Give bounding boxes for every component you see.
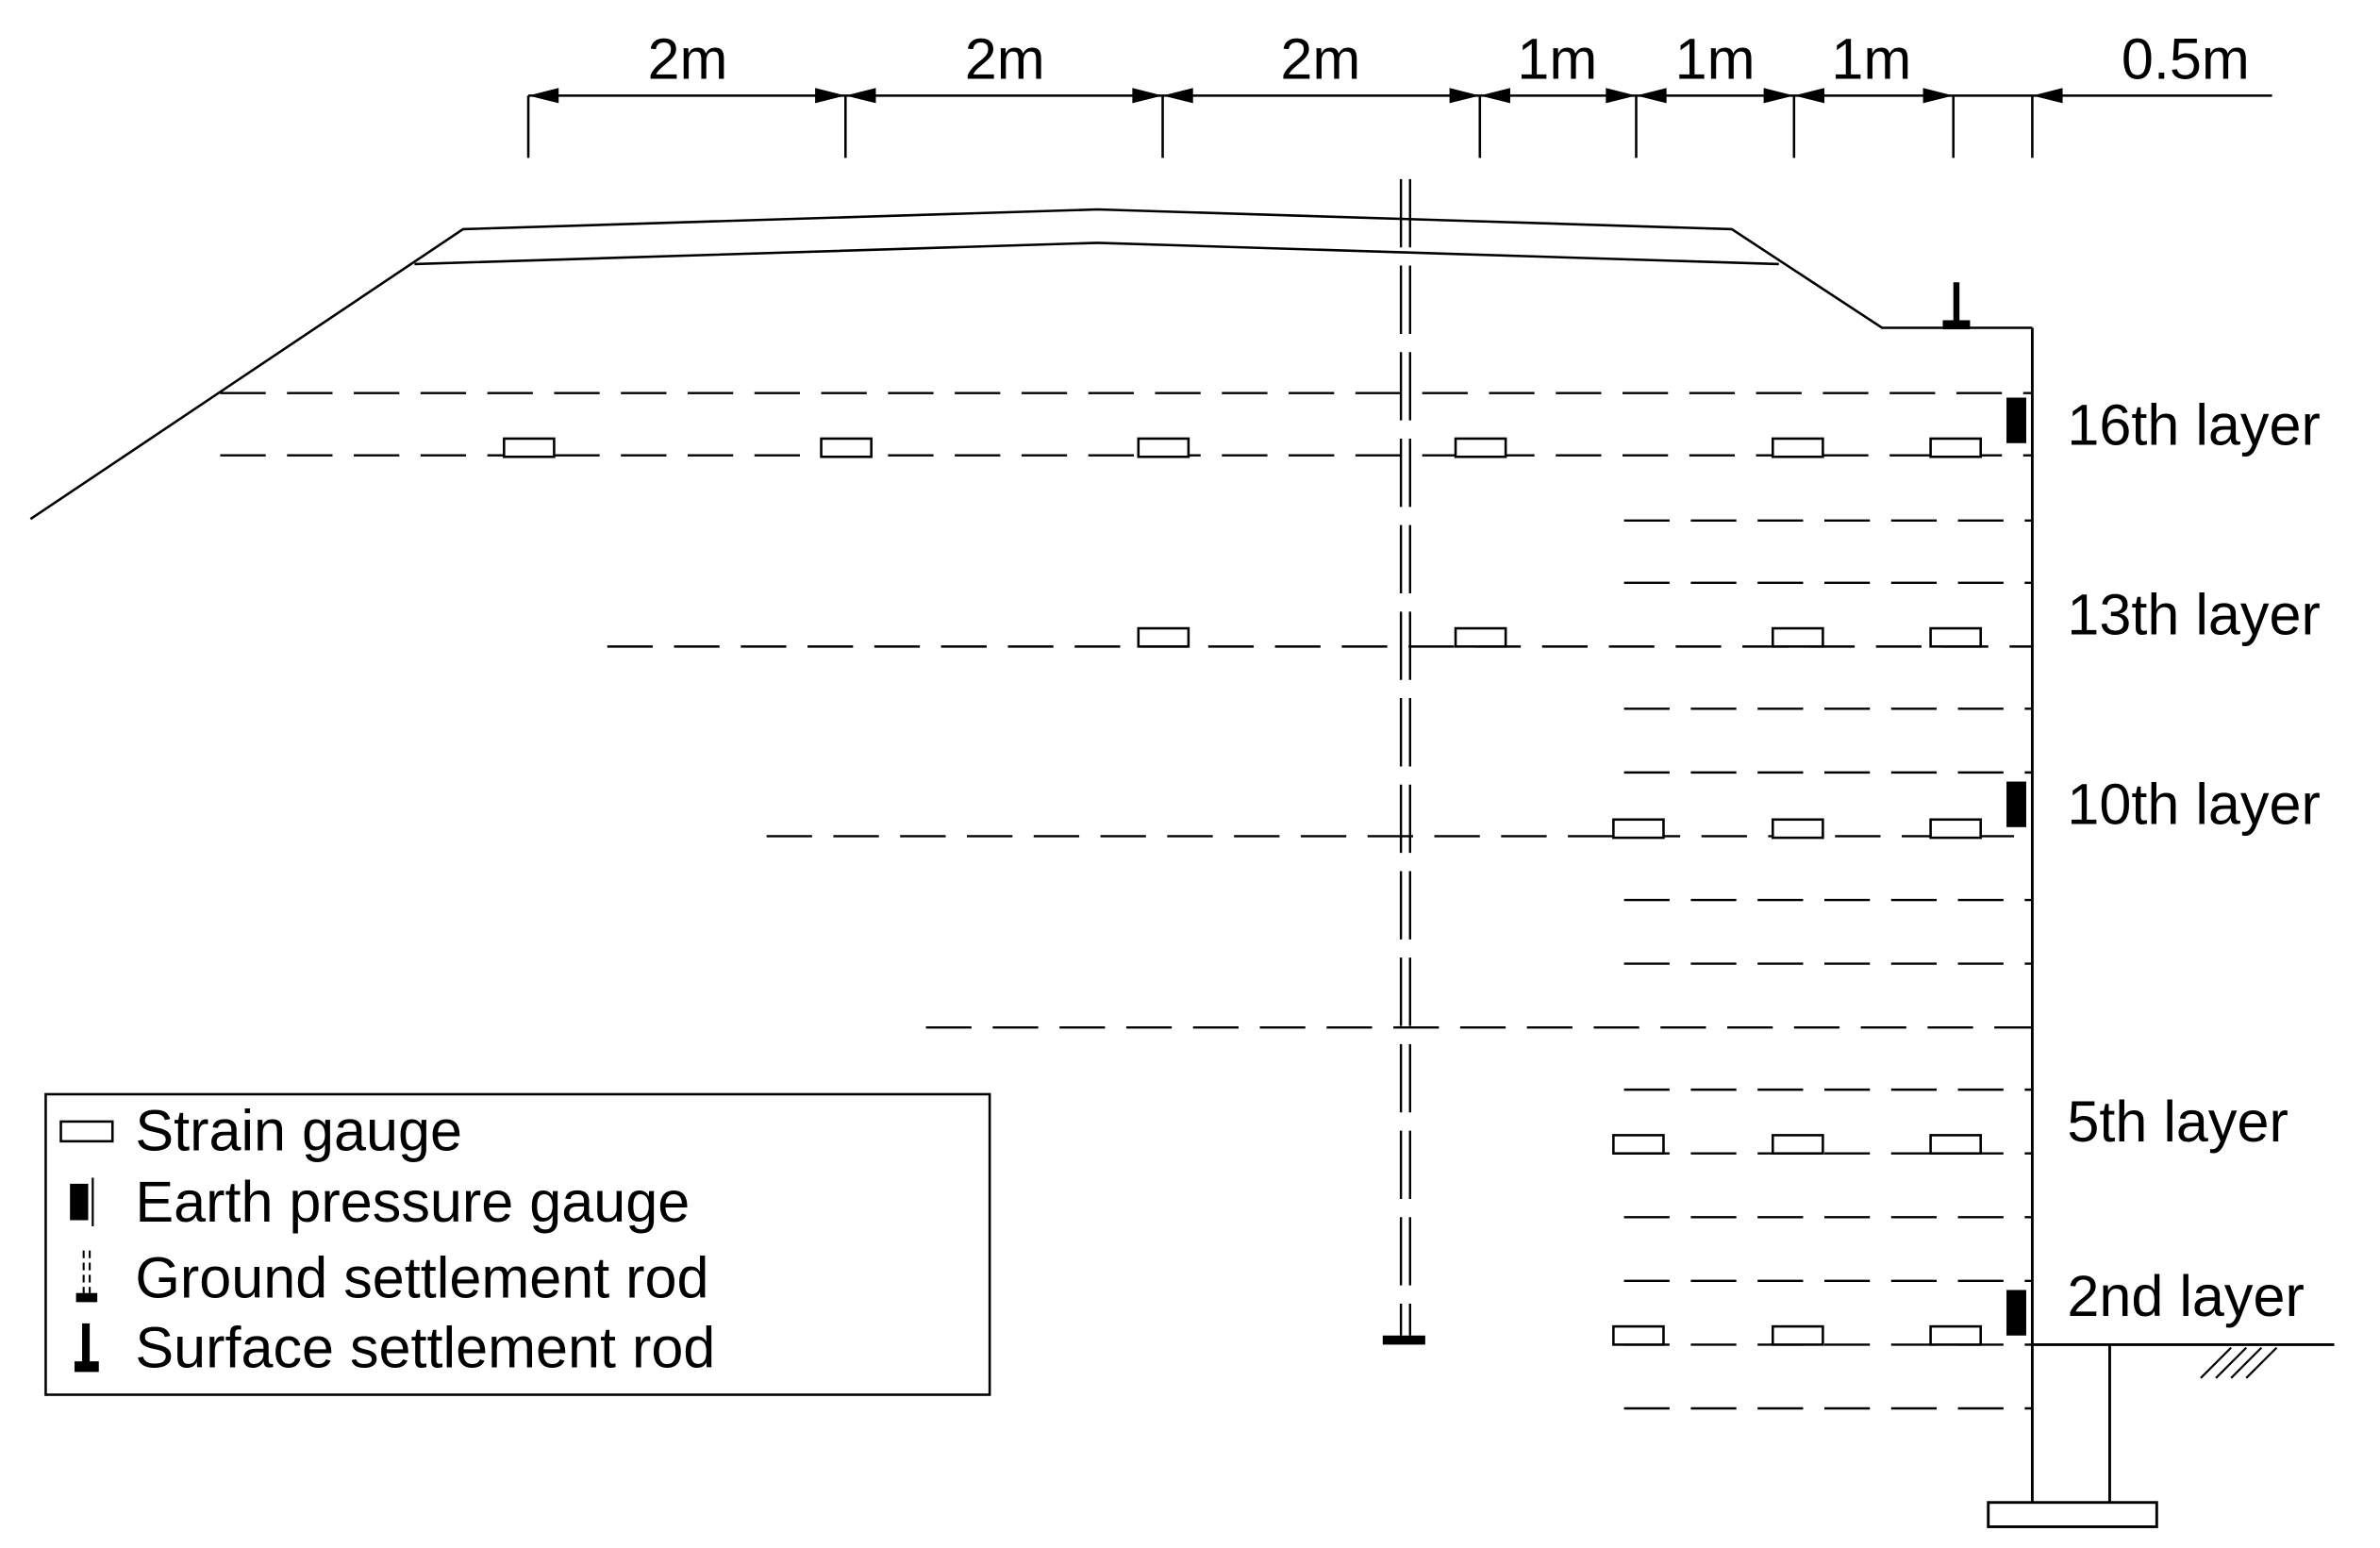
earth-pressure-gauge (2006, 781, 2026, 827)
strain-gauge (1612, 1324, 1665, 1346)
strain-gauge (1929, 626, 1982, 648)
strain-gauge (1772, 818, 1824, 840)
legend-strain-gauge-label: Strain gauge (135, 1098, 462, 1162)
dimension-line (526, 88, 2272, 158)
retaining-wall (1987, 327, 2335, 1528)
strain-gauge (1612, 1134, 1665, 1155)
earth-pressure-gauge (2006, 1290, 2026, 1336)
legend-ground-settlement-rod-label: Ground settlement rod (135, 1246, 708, 1310)
ground-settlement-rod (1382, 178, 1425, 1345)
earth-pressure-gauge (2006, 397, 2026, 443)
layer-label-10: 10th layer (2067, 773, 2320, 837)
layer-labels: 16th layer 13th layer 10th layer 5th lay… (2067, 392, 2320, 1327)
dimension-label-1: 2m (648, 27, 728, 92)
dimension-label-4: 1m (1517, 27, 1597, 92)
dimension-label-3: 2m (1280, 27, 1360, 92)
strain-gauges (503, 437, 1982, 1346)
surface-settlement-rod (1942, 282, 1971, 330)
layer-label-5: 5th layer (2067, 1090, 2288, 1154)
strain-gauge (1137, 626, 1190, 648)
dimension-label-7: 0.5m (2122, 27, 2250, 92)
strain-gauge (1772, 1324, 1824, 1346)
strain-gauge (1612, 818, 1665, 840)
strain-gauge (1772, 437, 1824, 458)
layer-label-2: 2nd layer (2067, 1264, 2304, 1328)
strain-gauge (1929, 1134, 1982, 1155)
layer-label-16: 16th layer (2067, 392, 2320, 457)
strain-gauge (503, 437, 556, 458)
legend: Strain gauge Earth pressure gauge Ground… (44, 1092, 991, 1396)
dimension-label-2: 2m (965, 27, 1045, 92)
surface-settlement-rod-icon (75, 1323, 99, 1373)
strain-gauge (1454, 626, 1507, 648)
strain-gauge-icon (59, 1120, 114, 1143)
strain-gauge (1772, 626, 1824, 648)
earth-pressure-gauge-icon (70, 1177, 94, 1226)
legend-earth-pressure-gauge-label: Earth pressure gauge (135, 1170, 690, 1234)
strain-gauge (1929, 818, 1982, 840)
embankment-outline (29, 208, 2033, 521)
ground-hatch-icon (2200, 1346, 2278, 1379)
ground-settlement-rod-icon (75, 1250, 98, 1303)
earth-pressure-gauges (2006, 397, 2026, 1336)
strain-gauge (1929, 1324, 1982, 1346)
strain-gauge (1929, 437, 1982, 458)
strain-gauge (1772, 1134, 1824, 1155)
layer-label-13: 13th layer (2067, 582, 2320, 646)
legend-surface-settlement-rod-label: Surface settlement rod (135, 1316, 715, 1380)
strain-gauge (820, 437, 873, 458)
strain-gauge (1454, 437, 1507, 458)
strain-gauge (1137, 437, 1190, 458)
dimension-labels: 2m 2m 2m 1m 1m 1m 0.5m (648, 27, 2250, 92)
dimension-label-5: 1m (1675, 27, 1756, 92)
reinforcement-layers (220, 391, 2033, 1410)
dimension-label-6: 1m (1831, 27, 1911, 92)
